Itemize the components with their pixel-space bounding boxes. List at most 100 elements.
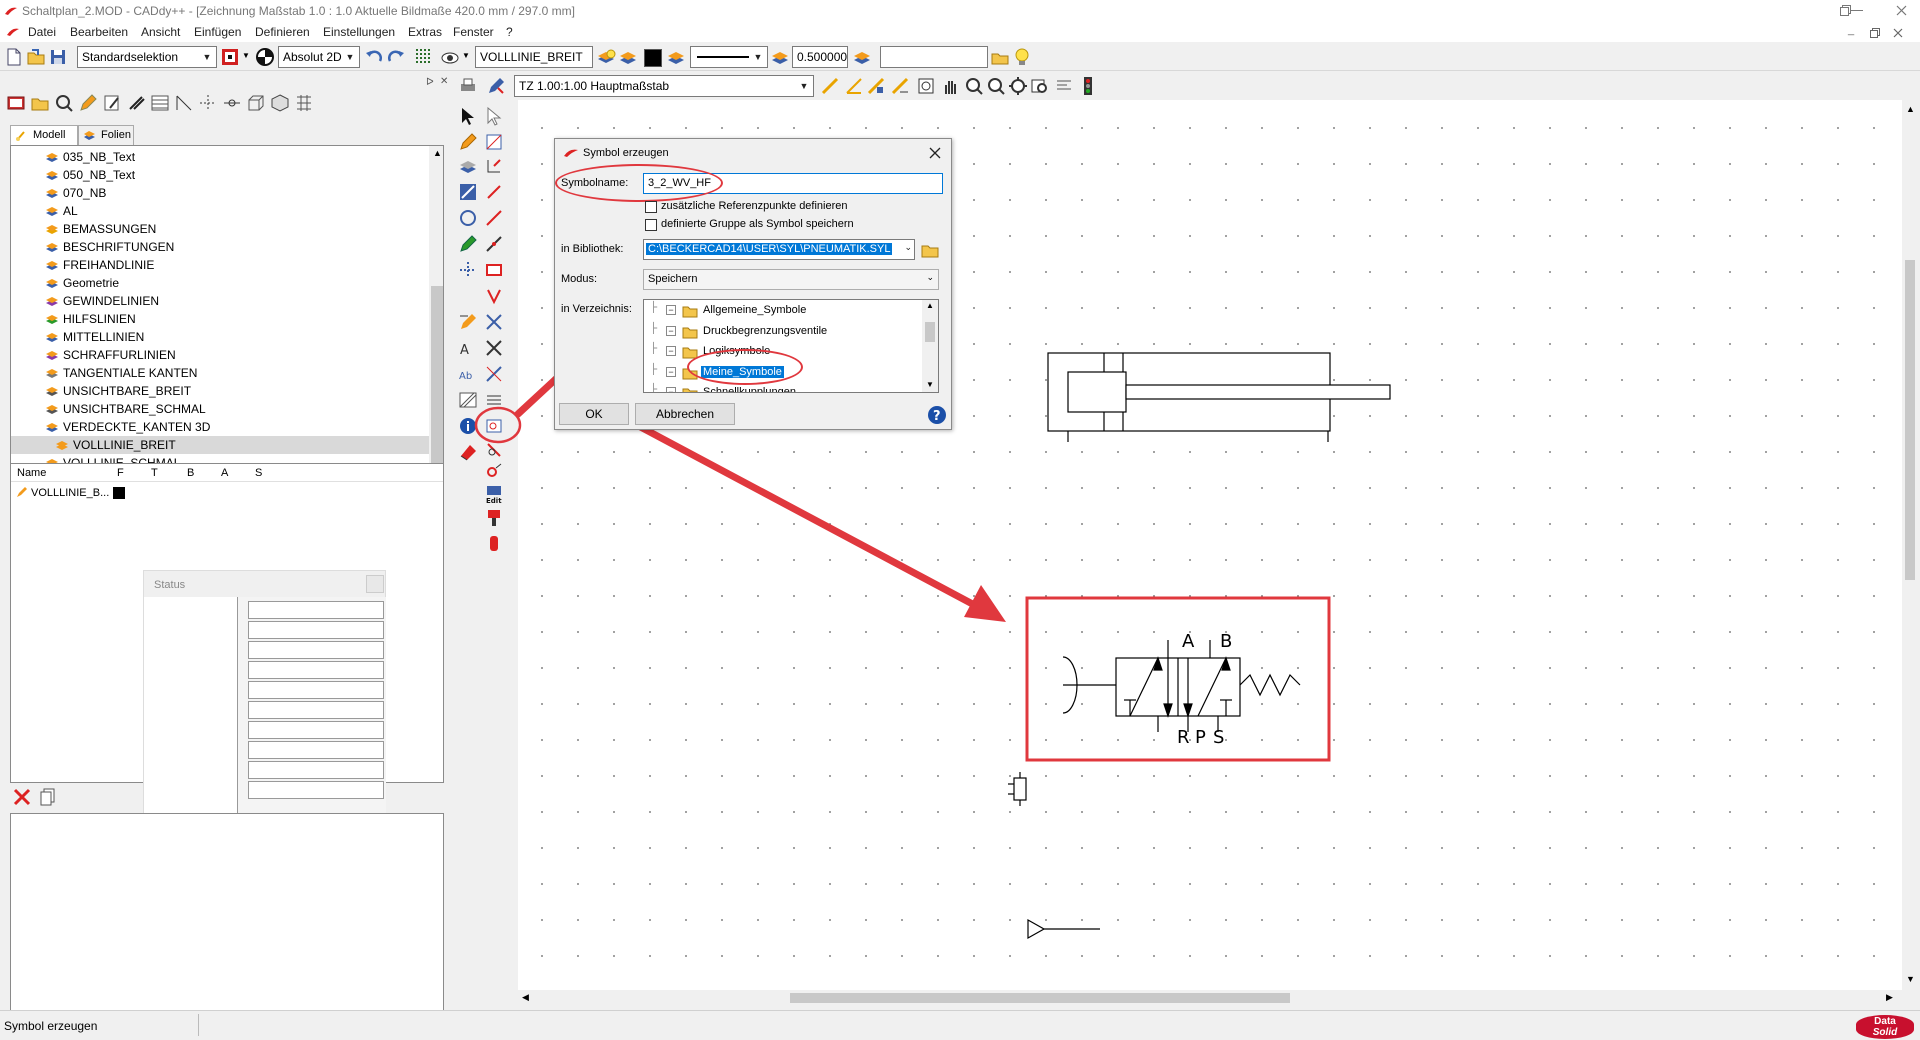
view-dropdown-icon[interactable]: ▼ [462,51,470,60]
edit-layer-icon[interactable] [102,93,122,113]
select-arrow-icon[interactable] [458,106,478,126]
tab-modell[interactable]: Modell [10,125,78,145]
trim-icon[interactable] [484,132,504,152]
props-color-swatch[interactable] [113,487,125,499]
folder-tree[interactable]: ├−Allgemeine_Symbole├−Druckbegrenzungsve… [643,299,939,393]
dim-tool-icon[interactable] [458,260,478,280]
redraw-icon[interactable] [1054,76,1074,96]
menu-datei[interactable]: Datei [28,25,57,39]
polyline-icon[interactable] [484,234,504,254]
col-name[interactable]: Name [17,467,47,479]
folder-item[interactable]: ├−Schnellkupplungen [648,384,918,392]
col-b[interactable]: B [187,467,195,479]
line-tool-icon[interactable] [484,208,504,228]
canvas-horizontal-scrollbar[interactable]: ◀ ▶ [518,990,1902,1006]
col-a[interactable]: A [221,467,229,479]
bulb-icon[interactable] [1012,47,1032,67]
layer-filter-input[interactable] [880,46,988,68]
offset-icon[interactable] [484,260,504,280]
zoom-in-icon[interactable] [964,76,984,96]
text-tool-icon[interactable]: A [458,338,478,358]
layer-folder-icon[interactable] [30,93,50,113]
table-row[interactable]: VOLLLINIE_B... [11,484,443,502]
list-tool-icon[interactable] [484,390,504,410]
close-window-icon[interactable] [1896,5,1907,16]
color-swatch[interactable] [644,49,662,67]
eraser-icon[interactable] [458,442,478,462]
corner-icon[interactable] [484,156,504,176]
hatch-icon[interactable] [150,93,170,113]
edit-group-icon[interactable]: Edit [484,484,504,504]
select-frame-icon[interactable] [220,47,240,67]
expand-icon[interactable]: − [666,305,676,315]
crosshair-icon[interactable] [198,93,218,113]
zoom-window-icon[interactable] [916,76,936,96]
cube-solid-icon[interactable] [270,93,290,113]
layers-tool-icon[interactable] [458,156,478,176]
layer-search-icon[interactable] [54,93,74,113]
create-symbol-icon[interactable] [484,416,504,436]
pencil-icon[interactable] [78,93,98,113]
scroll-up-icon[interactable]: ▲ [433,148,442,158]
scale-select[interactable]: TZ 1.00:1.00 Hauptmaßstab▼ [514,75,814,97]
mode-select[interactable]: Speichern ⌄ [643,269,939,290]
hatch-tool-icon[interactable] [458,390,478,410]
symbol-edit-icon[interactable] [484,462,504,482]
menu-ansicht[interactable]: Ansicht [141,25,181,39]
measure-angle-icon[interactable] [844,76,864,96]
select-dropdown-icon[interactable]: ▼ [242,51,250,60]
expand-icon[interactable]: − [666,366,676,377]
dialog-close-icon[interactable] [929,147,941,159]
folder-item[interactable]: ├−Druckbegrenzungsventile [648,323,918,341]
draw-line-icon[interactable] [458,132,478,152]
menu-einfuegen[interactable]: Einfügen [194,25,242,39]
refpoints-checkbox[interactable] [645,201,657,213]
grid-list-icon[interactable] [294,93,314,113]
cross-tool-icon[interactable] [484,338,504,358]
extend-icon[interactable] [484,182,504,202]
group-checkbox[interactable] [645,219,657,231]
line-width-input[interactable]: 0.500000 [792,46,848,68]
folder-bulb-icon[interactable] [990,47,1010,67]
layer-list-scrollbar[interactable]: ▲ ▼ [429,146,443,518]
folder-scroll-thumb[interactable] [925,322,935,342]
menu-definieren[interactable]: Definieren [255,25,310,39]
line-n-icon[interactable] [484,364,504,384]
status-window-close[interactable] [366,575,384,593]
menu-help[interactable]: ? [506,25,513,39]
col-s[interactable]: S [255,467,263,479]
rotate-icon[interactable] [458,208,478,228]
expand-icon[interactable]: − [666,387,676,392]
undo-icon[interactable] [364,47,384,67]
coord-mode-select[interactable]: Absolut 2D▼ [278,46,360,68]
extinguisher-icon[interactable] [484,532,504,552]
pan-hand-icon[interactable] [940,76,960,96]
scroll-right-icon[interactable]: ▶ [1886,992,1893,1002]
browse-folder-icon[interactable] [920,241,940,259]
ok-button[interactable]: OK [559,403,629,425]
help-icon[interactable]: ? [927,405,947,425]
dimension-icon[interactable] [174,93,194,113]
library-select[interactable]: C:\BECKERCAD14\USER\SYL\PNEUMATIK.SYL ⌄ [643,239,915,260]
col-t[interactable]: T [151,467,158,479]
brush-icon[interactable] [126,93,146,113]
grid-icon[interactable] [414,47,434,67]
select-arrow-alt-icon[interactable] [484,106,504,126]
mdi-restore-icon[interactable] [1870,28,1880,38]
cancel-button[interactable]: Abbrechen [635,403,735,425]
measure-area-icon[interactable] [866,76,886,96]
measure-ruler-icon[interactable] [820,76,840,96]
stamp-icon[interactable] [484,508,504,528]
canvas-vertical-scrollbar[interactable]: ▲ ▼ [1902,100,1918,990]
zoom-out-icon[interactable] [986,76,1006,96]
panel-close-icon[interactable]: ✕ [440,76,449,87]
symbol-insert-icon[interactable] [484,440,504,460]
scroll-up-icon[interactable]: ▲ [926,301,934,310]
line-width-icon[interactable] [770,47,790,67]
menu-fenster[interactable]: Fenster [453,25,494,39]
zoom-extents-icon[interactable] [1008,76,1028,96]
canvas-hscroll-thumb[interactable] [790,993,1290,1003]
copy-icon[interactable] [38,787,58,807]
measure-dist-icon[interactable] [890,76,910,96]
scroll-down-icon[interactable]: ▼ [1906,974,1915,984]
